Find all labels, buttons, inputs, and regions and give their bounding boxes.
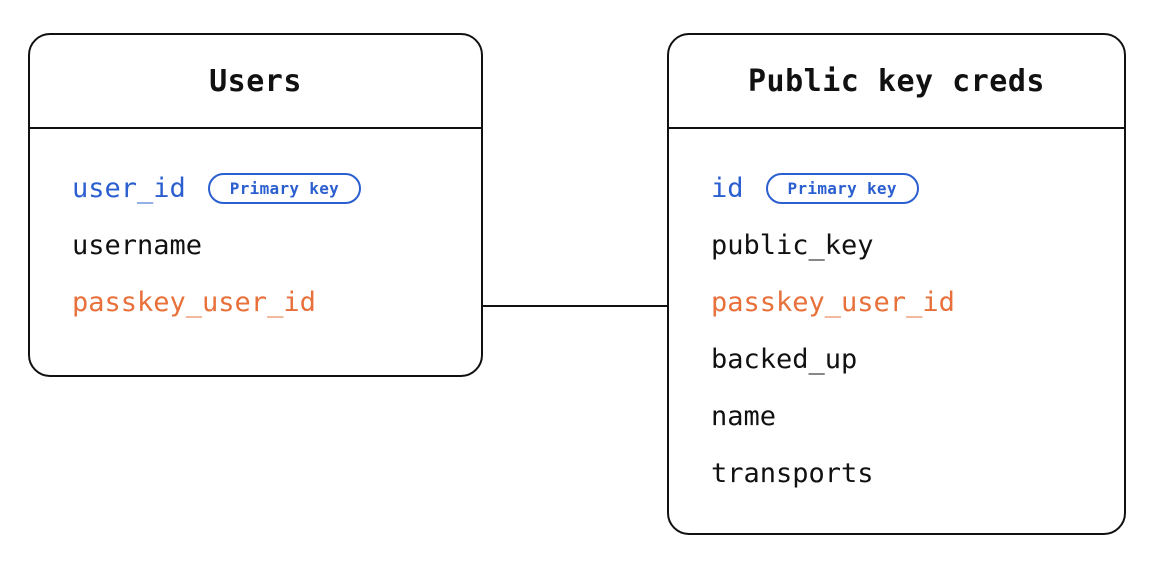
entity-field-row[interactable]: name <box>669 388 1124 445</box>
primary-key-badge-label: Primary key <box>229 178 340 198</box>
field-name: backed_up <box>711 344 858 375</box>
primary-key-badge: Primary key <box>207 173 362 204</box>
field-name: name <box>711 401 777 432</box>
entity-field-row[interactable]: user_id Primary key <box>30 160 481 217</box>
entity-table-users[interactable]: Users user_id Primary key username passkey_u… <box>28 33 483 377</box>
entity-field-list: user_id Primary key username passkey_user_i… <box>30 129 481 331</box>
entity-header: Users <box>30 35 481 129</box>
entity-field-row[interactable]: id Primary key <box>669 160 1124 217</box>
field-name: passkey_user_id <box>72 287 316 318</box>
relationship-connector <box>481 305 669 307</box>
primary-key-badge: Primary key <box>765 173 919 204</box>
field-name: public_key <box>711 230 874 261</box>
entity-title: Users <box>209 63 302 99</box>
entity-field-row[interactable]: backed_up <box>669 331 1124 388</box>
primary-key-badge-label: Primary key <box>787 178 897 198</box>
entity-title: Public key creds <box>748 63 1045 99</box>
field-name: id <box>711 173 744 204</box>
entity-header: Public key creds <box>669 35 1124 129</box>
field-name: user_id <box>72 173 186 204</box>
entity-field-row[interactable]: transports <box>669 445 1124 502</box>
entity-field-row[interactable]: passkey_user_id <box>30 274 481 331</box>
field-name: passkey_user_id <box>711 287 955 318</box>
entity-field-row[interactable]: public_key <box>669 217 1124 274</box>
entity-field-row[interactable]: username <box>30 217 481 274</box>
field-name: transports <box>711 458 874 489</box>
field-name: username <box>72 230 203 261</box>
entity-field-row[interactable]: passkey_user_id <box>669 274 1124 331</box>
